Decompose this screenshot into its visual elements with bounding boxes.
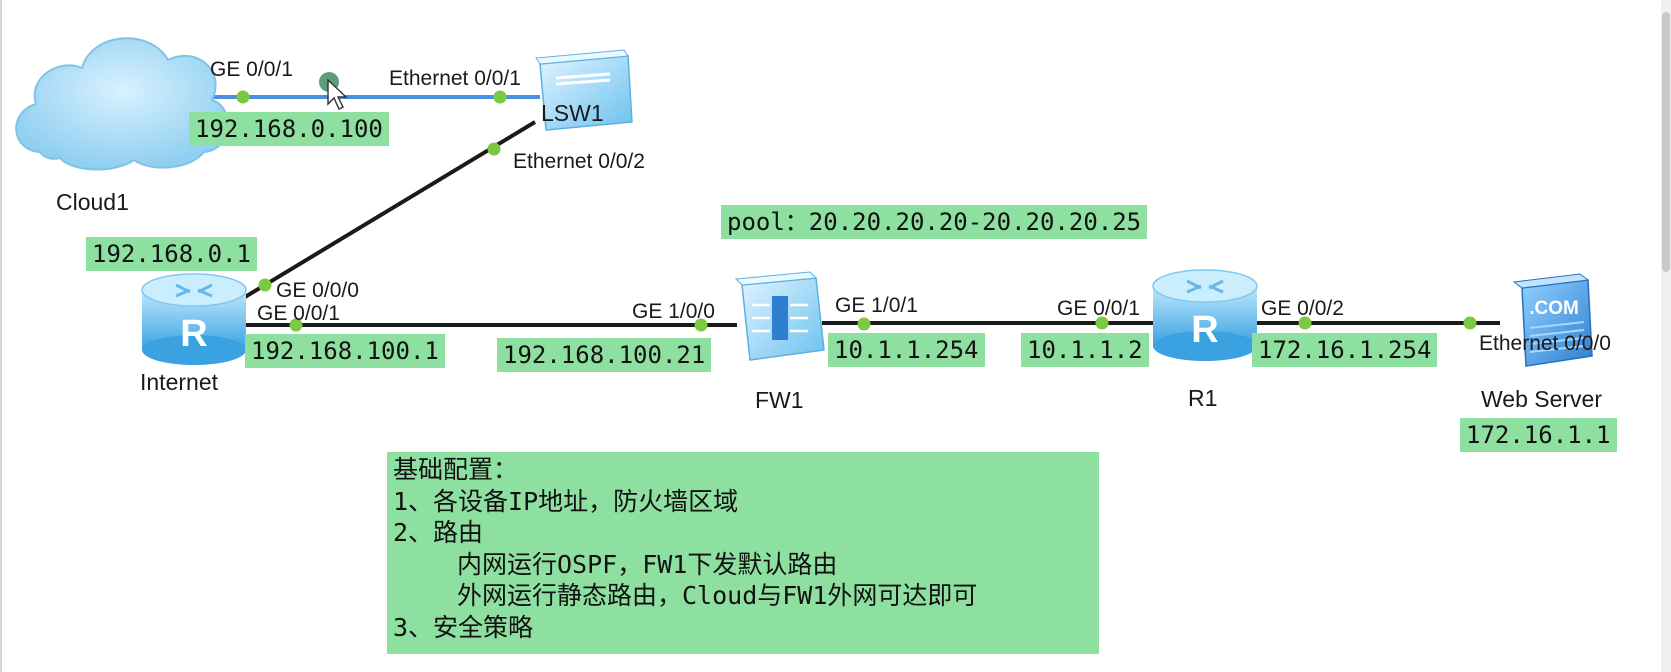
svg-text:R: R	[1191, 309, 1218, 351]
ip-label-internet-to-fw: 192.168.100.1	[245, 334, 445, 368]
nat-pool-label: pool：20.20.20.20-20.20.20.25	[721, 205, 1148, 239]
switch-icon[interactable]	[535, 49, 633, 131]
port-dot-internet-ge000[interactable]	[258, 278, 272, 292]
port-label-lsw-eth002: Ethernet 0/0/2	[513, 150, 645, 173]
port-dot-lsw-eth001[interactable]	[493, 90, 507, 104]
config-notes: 基础配置： 1、各设备IP地址，防火墙区域 2、路由 内网运行OSPF，FW1下…	[387, 452, 1099, 654]
notes-item-1: 1、各设备IP地址，防火墙区域	[393, 486, 739, 516]
ip-label-server: 172.16.1.1	[1460, 418, 1617, 452]
port-label-fw-ge101: GE 1/0/1	[835, 294, 918, 317]
device-label-cloud1: Cloud1	[56, 189, 129, 215]
notes-item-2b: 外网运行静态路由，Cloud与FW1外网可达即可	[457, 581, 978, 610]
device-label-lsw1: LSW1	[541, 100, 604, 126]
mouse-pointer-icon	[327, 78, 348, 110]
notes-item-3: 3、安全策略	[393, 612, 534, 642]
server-icon[interactable]: .COM	[1512, 273, 1593, 367]
notes-item-2a: 内网运行OSPF，FW1下发默认路由	[457, 549, 838, 579]
device-label-r1: R1	[1188, 385, 1218, 411]
notes-item-2: 2、路由	[393, 518, 484, 547]
port-dot-internet-ge001[interactable]	[289, 318, 303, 332]
ip-label-internet-to-lsw: 192.168.0.1	[86, 237, 257, 271]
port-label-lsw-eth001: Ethernet 0/0/1	[389, 67, 521, 90]
port-label-server-eth000: Ethernet 0/0/0	[1479, 332, 1611, 355]
ip-label-fw-outside: 192.168.100.21	[497, 338, 712, 372]
vertical-scrollbar[interactable]	[1661, 0, 1671, 672]
device-label-fw1: FW1	[755, 387, 804, 413]
cloud-icon[interactable]	[15, 37, 229, 171]
ip-label-r1-to-server: 172.16.1.254	[1252, 333, 1438, 367]
server-icon-label: .COM	[1529, 298, 1579, 319]
window-left-edge	[0, 0, 2, 672]
ip-label-r1-to-fw: 10.1.1.2	[1021, 333, 1149, 367]
port-label-r1-ge002: GE 0/0/2	[1261, 297, 1344, 320]
router-icon-r1[interactable]: R	[1152, 269, 1258, 361]
port-dot-r1-ge001[interactable]	[1095, 316, 1109, 330]
port-label-cloud-ge001: GE 0/0/1	[210, 58, 293, 81]
port-dot-cloud-ge001[interactable]	[236, 90, 250, 104]
port-dot-lsw-eth002[interactable]	[487, 142, 501, 156]
port-dot-fw-ge101[interactable]	[857, 317, 871, 331]
port-dot-r1-ge002[interactable]	[1298, 316, 1312, 330]
device-label-internet: Internet	[140, 369, 218, 395]
port-label-fw-ge100: GE 1/0/0	[632, 300, 715, 323]
device-label-web-server: Web Server	[1481, 386, 1603, 412]
port-dot-fw-ge100[interactable]	[694, 318, 708, 332]
ip-label-fw-inside: 10.1.1.254	[828, 333, 985, 367]
port-dot-server-eth000[interactable]	[1463, 316, 1477, 330]
notes-title: 基础配置：	[393, 455, 519, 484]
link-lsw1-internet[interactable]	[243, 120, 537, 299]
port-label-internet-ge001: GE 0/0/1	[257, 302, 340, 325]
firewall-icon[interactable]	[734, 271, 825, 361]
port-label-r1-ge001: GE 0/0/1	[1057, 297, 1140, 320]
scrollbar-thumb[interactable]	[1662, 12, 1670, 272]
svg-text:R: R	[180, 313, 207, 355]
router-icon-internet[interactable]: R	[141, 273, 247, 365]
ip-label-cloud: 192.168.0.100	[189, 112, 389, 146]
port-label-internet-ge000: GE 0/0/0	[276, 279, 359, 302]
